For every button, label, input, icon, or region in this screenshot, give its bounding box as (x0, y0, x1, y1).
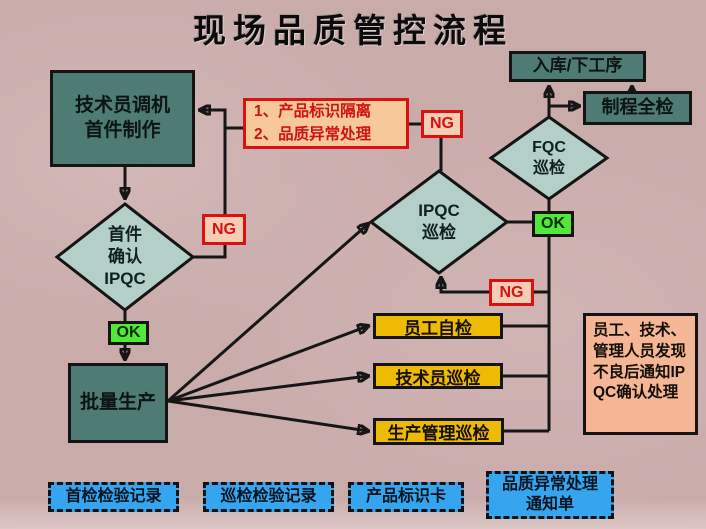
self-check-box: 员工自检 (373, 313, 503, 339)
prod-mgmt-patrol-box: 生产管理巡检 (373, 418, 504, 445)
fqc-patrol-diamond (488, 115, 610, 201)
full-inspection-box: 制程全检 (583, 91, 692, 125)
isolation-handling-box: 1、产品标识隔离 2、品质异常处理 (243, 98, 409, 149)
isolation-handling-line2: 2、品质异常处理 (254, 125, 372, 143)
first-confirm-label: 首件 确认 IPQC (104, 224, 146, 289)
ok-badge-first-confirm: OK (108, 321, 149, 345)
ipqc-patrol-label: IPQC 巡检 (418, 200, 460, 242)
tech-patrol-box: 技术员巡检 (373, 363, 503, 389)
doc-first-inspection-record: 首检检验记录 (48, 482, 179, 512)
ok-badge-ipqc: OK (532, 211, 574, 237)
doc-patrol-inspection-record: 巡检检验记录 (203, 482, 334, 512)
ng-badge-ipqc-top: NG (421, 110, 463, 138)
doc-product-id-card: 产品标识卡 (348, 482, 464, 512)
fqc-patrol-label: FQC 巡检 (532, 139, 566, 177)
page-title: 现场品质管控流程 (193, 12, 513, 49)
warehouse-box: 入库/下工序 (509, 51, 646, 82)
batch-production-box: 批量生产 (68, 363, 168, 443)
ipqc-patrol-diamond (368, 169, 510, 275)
tech-setup-line1: 技术员调机 (74, 94, 170, 116)
tech-setup-box: 技术员调机 首件制作 (50, 70, 195, 167)
ng-badge-first-confirm: NG (202, 214, 246, 245)
ipqc-notify-note: 员工、技术、管理人员发现不良后通知IPQC确认处理 (583, 313, 698, 435)
doc-quality-abnormal-notice: 品质异常处理 通知单 (486, 471, 614, 519)
ng-badge-inspections: NG (489, 279, 534, 306)
first-confirm-diamond (54, 202, 196, 312)
tech-setup-line2: 首件制作 (84, 119, 161, 141)
isolation-handling-line1: 1、产品标识隔离 (254, 103, 372, 121)
